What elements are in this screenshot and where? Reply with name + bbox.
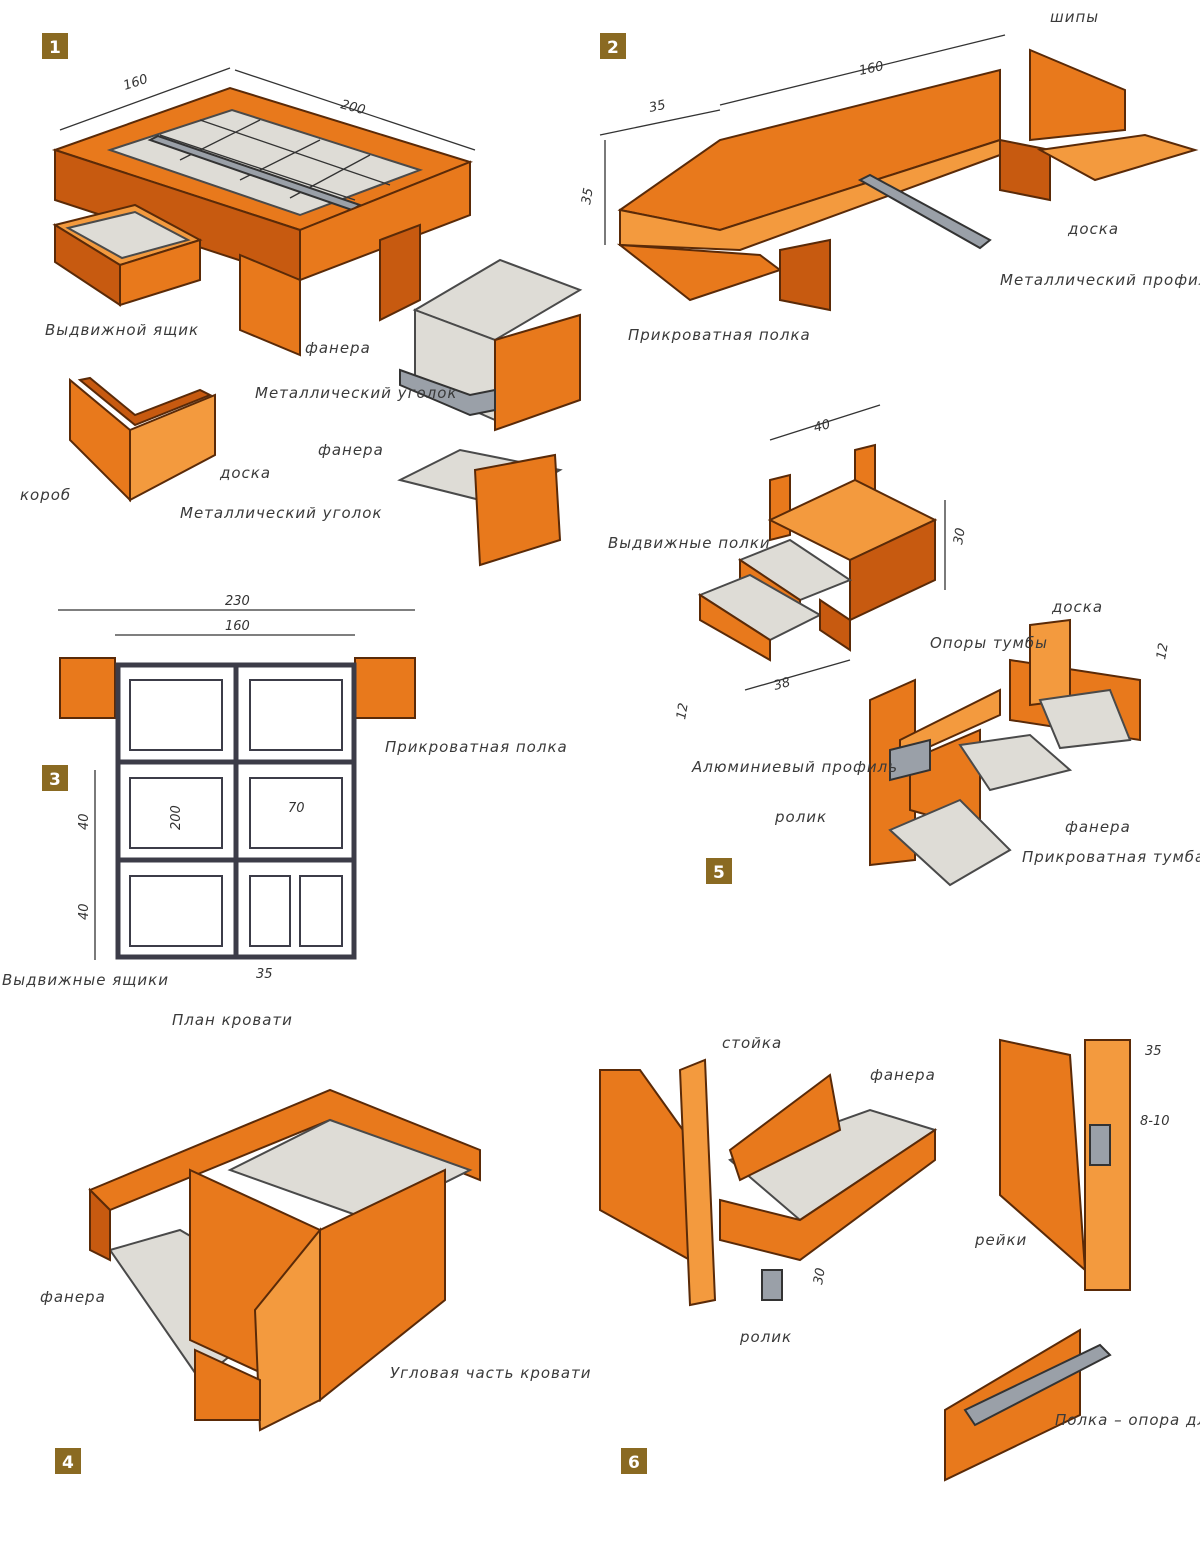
panel-5: 5 40 30 38 12 12 Выдвижные полки Опоры т… bbox=[608, 404, 1200, 887]
dim-len: 200 bbox=[169, 805, 184, 830]
label-roller: ролик bbox=[739, 1328, 792, 1346]
dim-d2: 40 bbox=[77, 903, 92, 920]
label-roller: ролик bbox=[774, 808, 827, 826]
label-shelf: Прикроватная полка bbox=[385, 738, 568, 756]
label-shelves: Выдвижные полки bbox=[608, 534, 771, 552]
panel-number-badge bbox=[55, 1448, 81, 1474]
panel-number: 6 bbox=[628, 1453, 640, 1473]
dim-h: 35 bbox=[579, 187, 597, 206]
dim-b: 160 bbox=[858, 59, 885, 79]
label-box: короб bbox=[20, 486, 71, 504]
dim-d3: 70 bbox=[288, 801, 305, 816]
panel-number-badge bbox=[42, 33, 68, 59]
label-plan: План кровати bbox=[172, 1011, 293, 1029]
label-drawers: Выдвижные ящики bbox=[2, 971, 169, 989]
label-spikes: шипы bbox=[1050, 8, 1099, 26]
dim-a: 35 bbox=[1145, 1044, 1162, 1059]
label-corner: Угловая часть кровати bbox=[390, 1364, 592, 1382]
dim-length: 200 bbox=[339, 97, 367, 118]
panel-4: 4 фанера Угловая часть кровати bbox=[40, 1088, 592, 1474]
panel-number-badge bbox=[706, 858, 732, 884]
panel-number: 4 bbox=[62, 1453, 74, 1473]
dim-d1: 40 bbox=[77, 813, 92, 830]
label-plywood: фанера bbox=[870, 1066, 936, 1084]
panel-number: 2 bbox=[607, 38, 619, 58]
label-plywood: фанера bbox=[1065, 818, 1131, 836]
label-slats: рейки bbox=[974, 1231, 1027, 1249]
panel-number: 3 bbox=[49, 770, 61, 790]
label-plywood: фанера bbox=[40, 1288, 106, 1306]
dim-a: 35 bbox=[648, 98, 667, 116]
label-board: доска bbox=[219, 464, 271, 482]
dim-d4: 35 bbox=[256, 967, 273, 982]
label-shelf: Прикроватная полка bbox=[628, 326, 811, 344]
label-plywood-2: фанера bbox=[318, 441, 384, 459]
dim-total: 230 bbox=[225, 594, 250, 609]
dim-width: 160 bbox=[122, 72, 150, 94]
dim-b: 8-10 bbox=[1140, 1114, 1170, 1129]
label-metal-corner: Металлический уголок bbox=[180, 504, 382, 522]
panel-number-badge bbox=[42, 765, 68, 791]
label-plywood: фанера bbox=[305, 339, 371, 357]
label-supports: Опоры тумбы bbox=[930, 634, 1048, 652]
dim-w: 40 bbox=[812, 417, 832, 436]
panel-number: 1 bbox=[49, 38, 61, 58]
dim-h: 30 bbox=[951, 527, 969, 546]
label-drawer: Выдвижной ящик bbox=[45, 321, 199, 339]
panel-1: 1 160 200 Выдвижной ящик фанера короб до… bbox=[20, 33, 583, 567]
label-profile: Алюминиевый профиль bbox=[691, 758, 898, 776]
label-nightstand: Прикроватная тумба bbox=[1022, 848, 1200, 866]
dim-h2: 12 bbox=[674, 702, 692, 721]
dim-h3: 12 bbox=[1154, 642, 1172, 661]
panel-number-badge bbox=[600, 33, 626, 59]
label-post: стойка bbox=[722, 1034, 782, 1052]
dim-inner: 160 bbox=[225, 619, 250, 634]
label-metal-corner-2: Металлический уголок bbox=[255, 384, 457, 402]
panel-2: 2 35 160 35 шипы доска Металлический про… bbox=[579, 8, 1200, 344]
label-board: доска bbox=[1051, 598, 1103, 616]
dim-d: 38 bbox=[772, 675, 792, 694]
dim-c: 30 bbox=[811, 1267, 829, 1286]
panel-number-badge bbox=[621, 1448, 647, 1474]
panel-3: 3 230 160 40 40 200 70 35 Прикроватная п… bbox=[2, 594, 568, 1029]
label-board: доска bbox=[1067, 220, 1119, 238]
label-shelf: Полка – опора для матраса bbox=[1055, 1411, 1200, 1429]
panel-6: 6 30 35 8-10 стойка фанера ролик рейки П… bbox=[599, 1034, 1200, 1482]
label-metal-profile: Металлический профиль bbox=[1000, 271, 1200, 289]
panel-number: 5 bbox=[713, 863, 725, 883]
